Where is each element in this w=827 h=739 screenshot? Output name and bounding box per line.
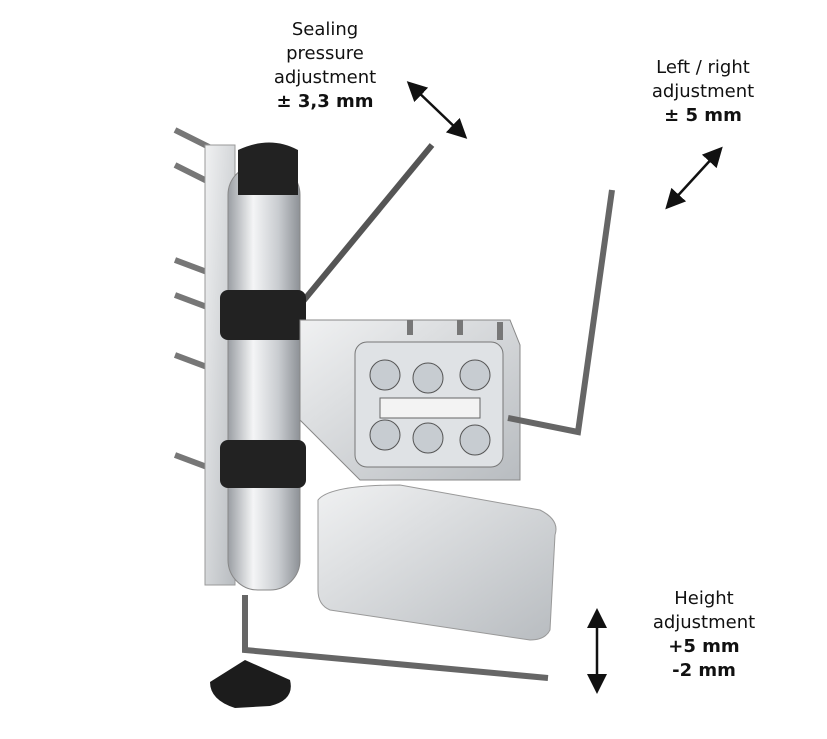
- label-line: adjustment: [651, 81, 755, 102]
- label-line: pressure: [286, 43, 364, 64]
- label-value: ± 5 mm: [664, 105, 742, 126]
- label-line: adjustment: [273, 67, 377, 88]
- label-value: ± 3,3 mm: [276, 91, 374, 112]
- left-right-label: Left / right adjustment ± 5 mm: [628, 56, 778, 128]
- label-line: Height: [674, 588, 734, 609]
- cover-cap: [317, 484, 557, 641]
- label-value: -2 mm: [672, 660, 736, 681]
- label-line: Sealing: [291, 19, 359, 40]
- height-label: Height adjustment +5 mm -2 mm: [634, 587, 774, 683]
- sealing-pressure-label: Sealing pressure adjustment ± 3,3 mm: [250, 18, 400, 114]
- label-value: +5 mm: [668, 636, 740, 657]
- hinge-barrel: [227, 164, 301, 591]
- left-right-arrow: [665, 146, 723, 210]
- label-line: Left / right: [656, 57, 750, 78]
- label-line: adjustment: [652, 612, 756, 633]
- sealing-arrow: [406, 81, 468, 139]
